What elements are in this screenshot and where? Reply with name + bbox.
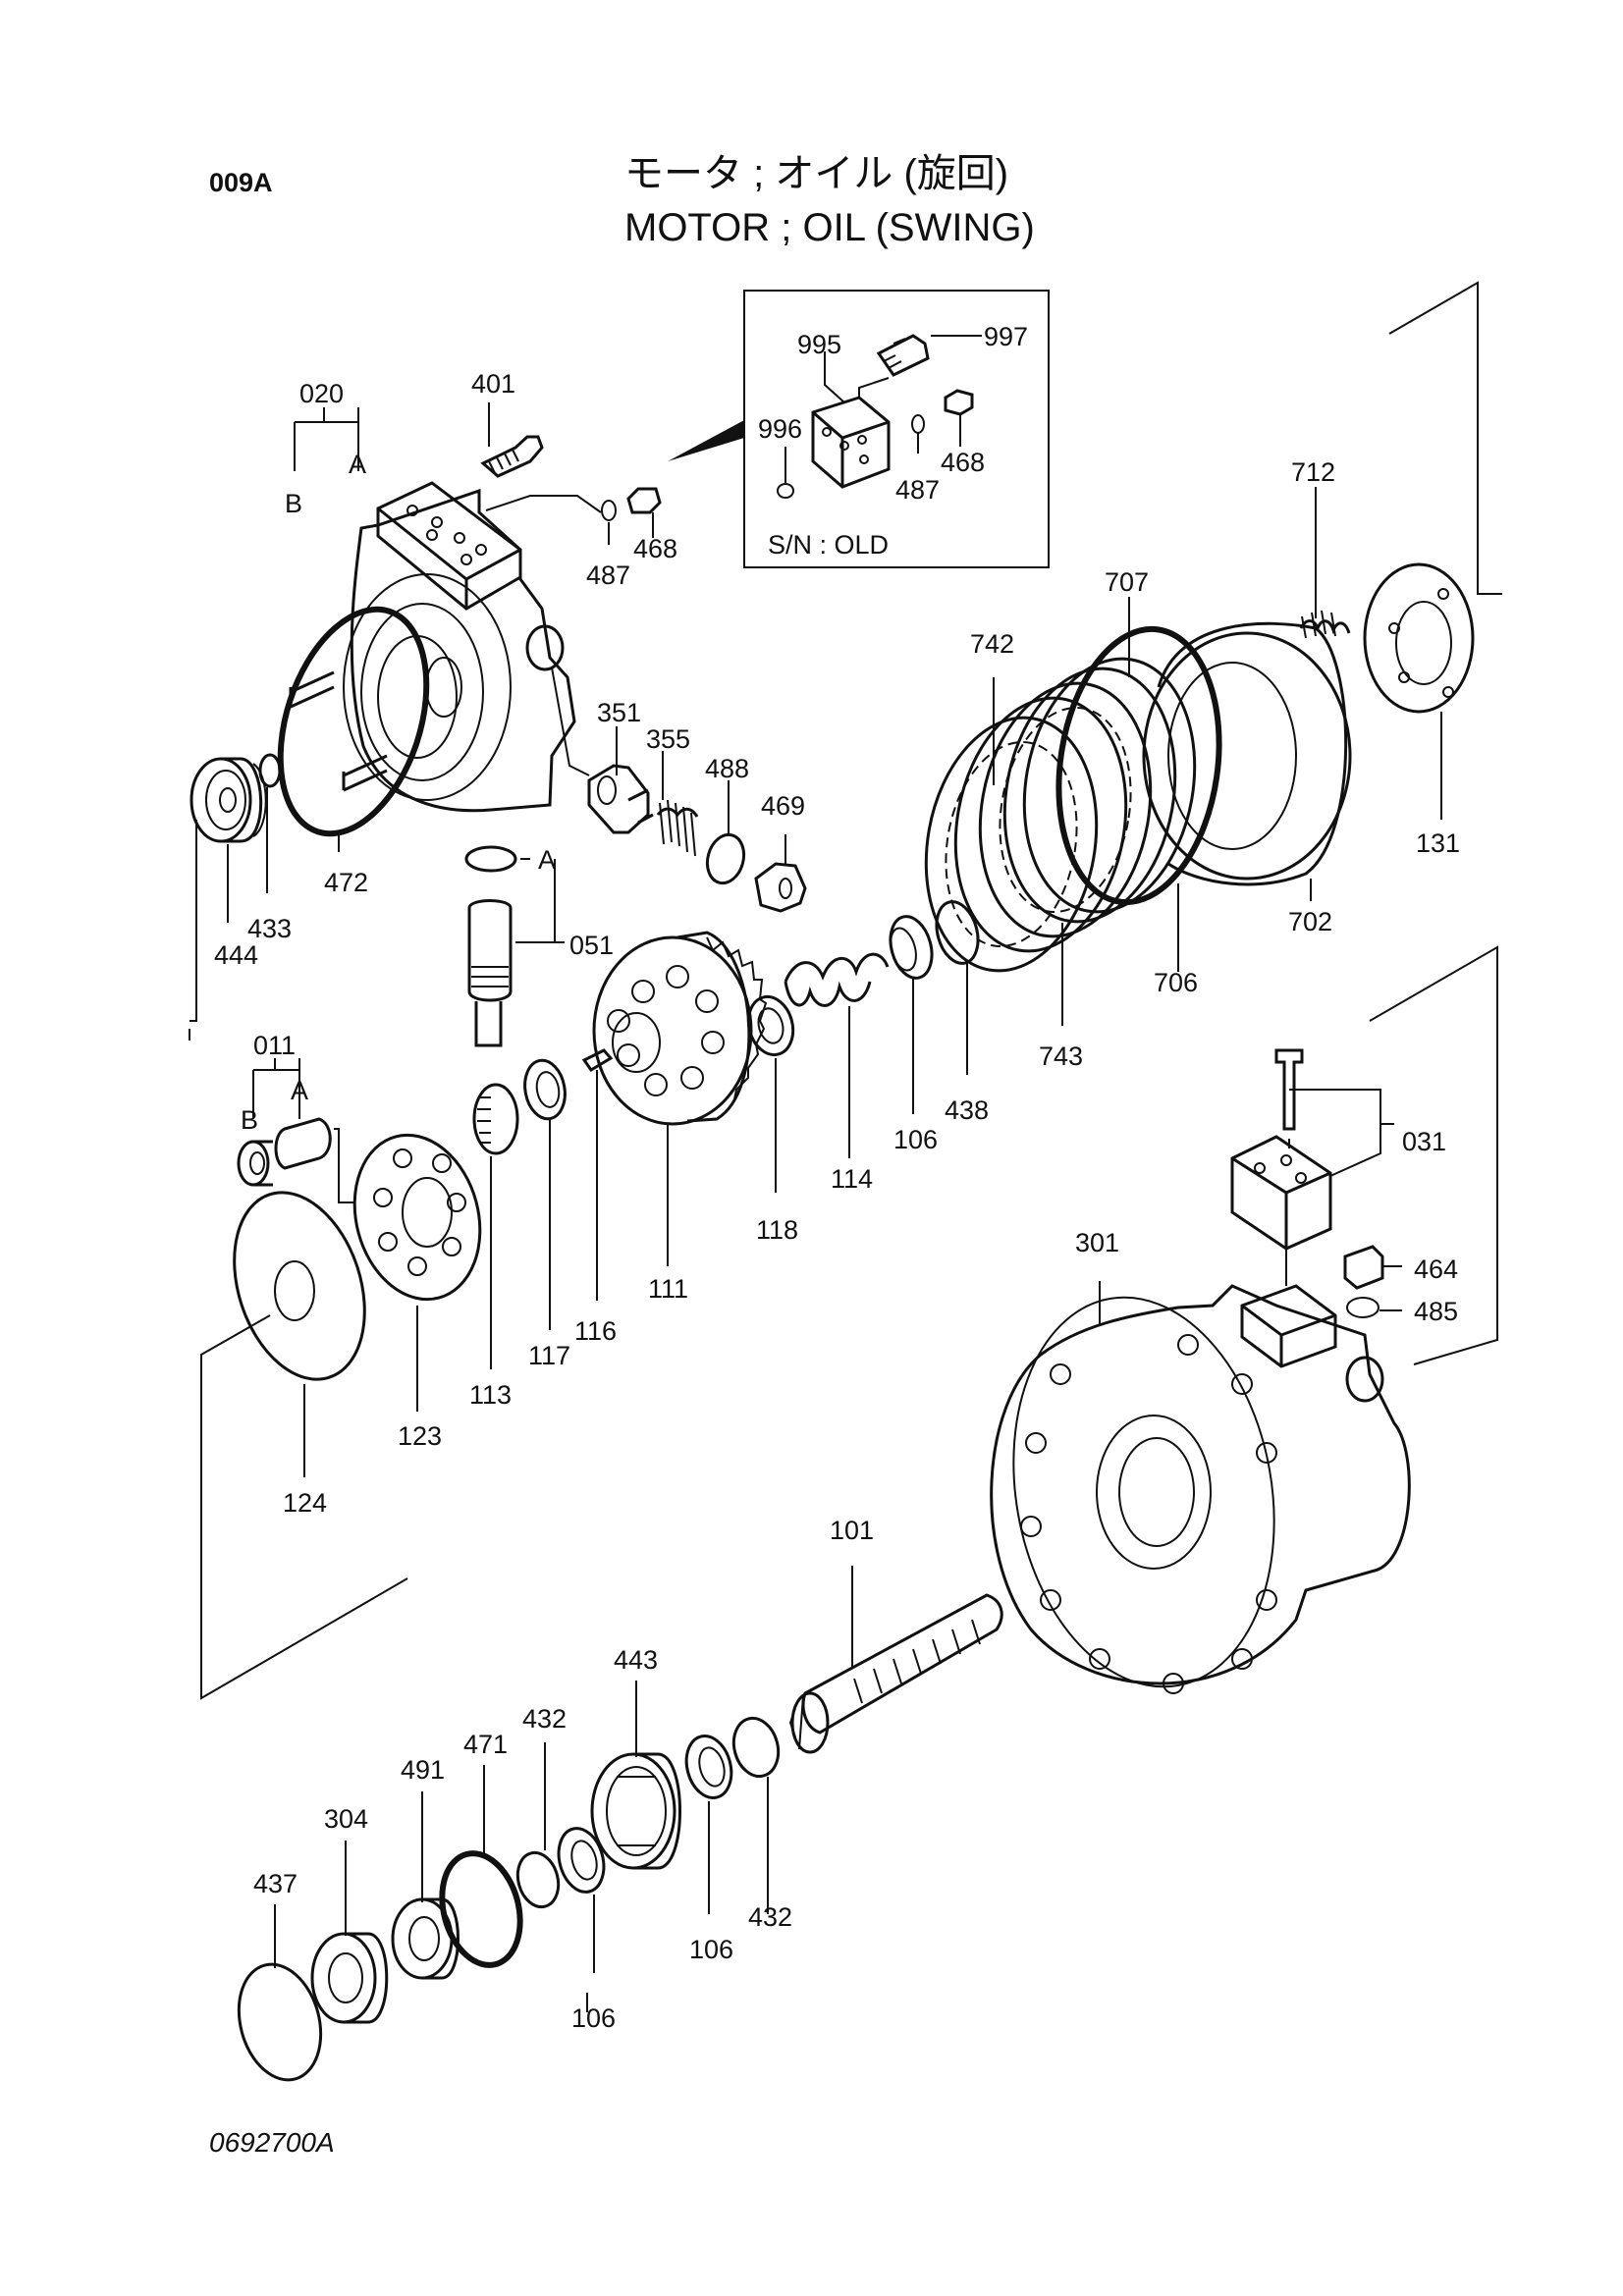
callout-743: 743 <box>1039 1041 1083 1071</box>
callout-438: 438 <box>945 1095 989 1125</box>
callout-355: 355 <box>646 724 690 754</box>
valve-051-group <box>464 845 565 1047</box>
callout-712: 712 <box>1291 457 1335 487</box>
callout-487: 487 <box>586 561 630 590</box>
callout-487-inset: 487 <box>895 475 940 505</box>
callout-707: 707 <box>1105 567 1149 597</box>
bearing-444-group <box>189 753 282 1022</box>
callout-051: 051 <box>569 931 614 960</box>
callout-742: 742 <box>970 629 1014 659</box>
retainer-plate-group <box>189 1029 482 1700</box>
callout-106-lower: 106 <box>571 2003 616 2033</box>
callout-468-inset: 468 <box>941 448 985 477</box>
callout-111: 111 <box>648 1274 688 1304</box>
spring-collar-group <box>746 900 980 1193</box>
valve-cover-assembly <box>277 402 662 852</box>
callout-443: 443 <box>614 1645 658 1675</box>
callout-A-middle: A <box>538 845 556 875</box>
cylinder-block-group <box>472 931 768 1369</box>
title-japanese: モータ ; オイル (旋回) <box>624 152 1008 195</box>
callout-106-middle: 106 <box>689 1935 733 1964</box>
callout-401: 401 <box>471 369 515 399</box>
callout-351: 351 <box>597 698 641 727</box>
callout-432-upper: 432 <box>522 1704 567 1734</box>
callout-996: 996 <box>758 414 802 444</box>
lower-bearing-seal-group <box>237 1681 781 2082</box>
callout-469: 469 <box>761 791 805 821</box>
piston-011-group <box>237 1058 353 1203</box>
callout-118: 118 <box>756 1215 798 1245</box>
callout-464: 464 <box>1414 1255 1458 1284</box>
housing-301-group <box>990 945 1498 1694</box>
brake-clutch-stack <box>924 281 1502 1026</box>
callout-485: 485 <box>1414 1297 1458 1326</box>
callout-995: 995 <box>797 330 841 359</box>
callout-020: 020 <box>299 379 344 408</box>
callout-116: 116 <box>574 1316 617 1346</box>
diagram-code: 009A <box>209 168 273 197</box>
callout-123: 123 <box>398 1421 442 1451</box>
callout-124: 124 <box>283 1488 327 1518</box>
callout-114: 114 <box>831 1164 873 1194</box>
inset-note: S/N : OLD <box>768 530 889 560</box>
callout-117: 117 <box>528 1341 570 1370</box>
callout-997: 997 <box>984 322 1028 351</box>
callout-471: 471 <box>463 1730 508 1759</box>
callout-113: 113 <box>469 1380 512 1410</box>
callout-702: 702 <box>1288 907 1332 936</box>
callout-011: 011 <box>253 1031 296 1060</box>
callout-304: 304 <box>324 1804 368 1834</box>
callout-437: 437 <box>253 1869 298 1898</box>
callout-433: 433 <box>247 914 292 943</box>
callout-488: 488 <box>705 754 749 783</box>
callout-706: 706 <box>1154 968 1198 997</box>
callout-301: 301 <box>1075 1228 1119 1257</box>
callout-432-lower: 432 <box>748 1902 792 1932</box>
callout-468: 468 <box>633 534 677 563</box>
callout-131: 131 <box>1416 828 1460 858</box>
callout-A-lower: A <box>291 1076 308 1105</box>
shaft-101-group <box>788 1566 1003 1754</box>
callout-444: 444 <box>214 940 258 970</box>
relief-valve-group <box>551 667 807 913</box>
drawing-number: 0692700A <box>209 2127 335 2158</box>
title-english: MOTOR ; OIL (SWING) <box>624 206 1035 249</box>
callout-A-upper: A <box>349 450 366 479</box>
callout-106-upper: 106 <box>893 1125 938 1154</box>
callout-031: 031 <box>1402 1127 1446 1156</box>
inset-old-serial: 995 997 996 468 487 S/N : OLD <box>668 290 1050 568</box>
callout-B-lower: B <box>241 1105 258 1135</box>
callout-101: 101 <box>830 1516 874 1545</box>
callout-B-upper: B <box>285 489 302 518</box>
callout-472: 472 <box>324 868 368 897</box>
callout-491: 491 <box>401 1755 445 1785</box>
